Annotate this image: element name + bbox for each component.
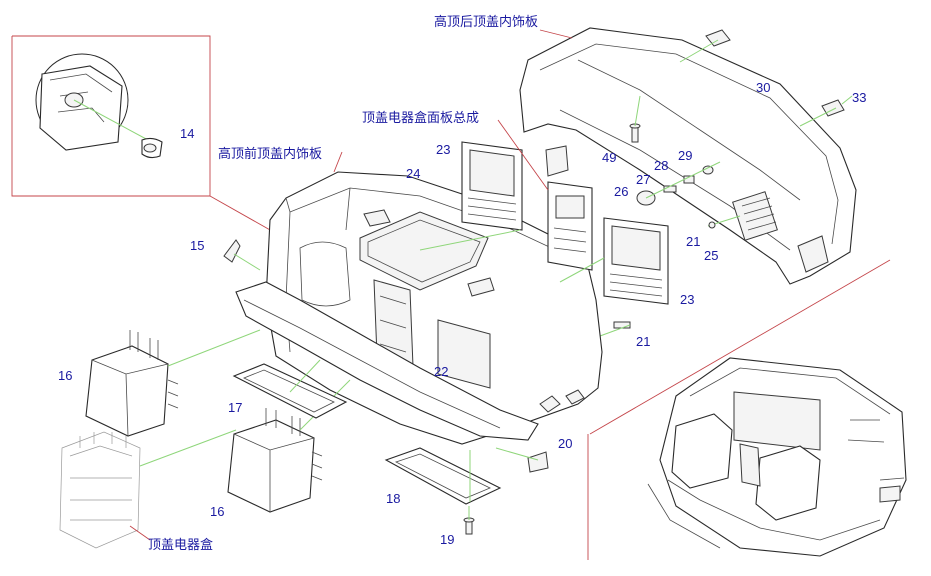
- detail-inset: [11, 35, 303, 249]
- label-14: 14: [180, 126, 194, 141]
- electrical-box-panel-assembly: [547, 181, 593, 271]
- label-16-lower: 16: [210, 504, 224, 519]
- label-18: 18: [386, 491, 400, 506]
- face-plate-23-right: [603, 217, 669, 305]
- label-49: 49: [602, 150, 616, 165]
- assembled-view: [647, 357, 907, 557]
- gasket-frame-18: [384, 447, 502, 505]
- label-33: 33: [852, 90, 866, 105]
- part-labels: 高顶后顶盖内饰板 顶盖电器盒面板总成 高顶前顶盖内饰板 顶盖电器盒 14 15 …: [58, 14, 866, 553]
- rear-roof-trim-panel: [519, 27, 857, 285]
- label-electrical-box: 顶盖电器盒: [148, 537, 213, 553]
- label-20: 20: [558, 436, 572, 451]
- label-28: 28: [654, 158, 668, 173]
- face-plate-23-top: [461, 141, 523, 231]
- label-17: 17: [228, 400, 242, 415]
- label-23-top: 23: [436, 142, 450, 157]
- label-23-right: 23: [680, 292, 694, 307]
- label-21-lower: 21: [636, 334, 650, 349]
- label-panel-assembly: 顶盖电器盒面板总成: [362, 110, 479, 126]
- bracket-15: [223, 239, 261, 271]
- gasket-frame-17: [232, 359, 348, 419]
- front-roof-trim-panel: [235, 171, 603, 445]
- label-rear-trim: 高顶后顶盖内饰板: [434, 14, 538, 30]
- bracket-20: [495, 447, 549, 473]
- screw-19: [463, 506, 475, 535]
- label-19: 19: [440, 532, 454, 547]
- label-24: 24: [406, 166, 420, 181]
- label-front-trim: 高顶前顶盖内饰板: [218, 146, 322, 162]
- small-fasteners: [599, 29, 853, 337]
- label-16-upper: 16: [58, 368, 72, 383]
- label-25: 25: [704, 248, 718, 263]
- roof-electrical-box-ghost: [59, 429, 237, 549]
- electrical-box-16-upper: [85, 329, 261, 437]
- callout-leaders: [333, 29, 891, 560]
- label-27: 27: [636, 172, 650, 187]
- label-22: 22: [434, 364, 448, 379]
- label-29: 29: [678, 148, 692, 163]
- label-15: 15: [190, 238, 204, 253]
- label-30: 30: [756, 80, 770, 95]
- label-26: 26: [614, 184, 628, 199]
- label-21-upper: 21: [686, 234, 700, 249]
